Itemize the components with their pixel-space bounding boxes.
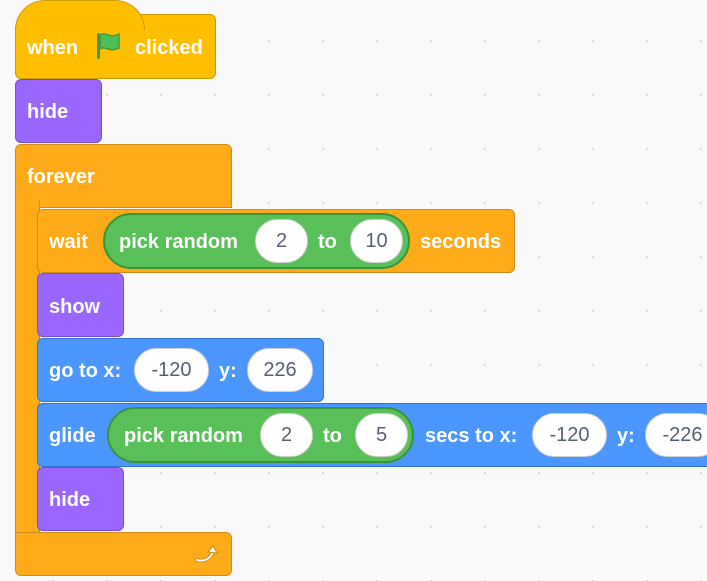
green-flag-icon[interactable] [93,31,123,61]
loop-arrow-icon [195,545,218,563]
pick-random-label: pick random [119,231,238,253]
show-block[interactable] [37,273,124,337]
hat-when-label: when [27,37,79,59]
glide-pick-random-label: pick random [124,425,243,447]
go-to-x-label: go to x: [49,360,122,382]
random-to-input[interactable]: 10 [350,219,403,263]
hide-label: hide [27,101,69,123]
wait-seconds-label: seconds [420,231,502,253]
forever-block[interactable] [15,144,232,208]
glide-x-input[interactable]: -120 [532,413,607,457]
random-to-label: to [318,231,337,253]
glide-secs-to-x-label: secs to x: [425,425,518,447]
glide-label: glide [49,425,96,447]
glide-y-input[interactable]: -226 [645,413,707,457]
show-label: show [49,296,101,318]
hide-label-2: hide [49,489,91,511]
hat-clicked-label: clicked [135,37,203,59]
go-to-y-input[interactable]: 226 [247,348,313,392]
forever-block-arm[interactable] [15,200,40,540]
forever-label: forever [27,166,95,188]
glide-y-label: y: [617,425,635,447]
wait-label: wait [49,231,88,253]
go-to-x-input[interactable]: -120 [134,348,209,392]
glide-random-from-input[interactable]: 2 [260,413,313,457]
glide-random-to-label: to [323,425,342,447]
random-from-input[interactable]: 2 [255,219,308,263]
hat-cap [15,0,145,30]
hide-block[interactable] [15,79,102,143]
glide-random-to-input[interactable]: 5 [355,413,408,457]
forever-block-bottom[interactable] [15,532,232,576]
hide-block-2[interactable] [37,467,124,531]
go-to-y-label: y: [219,360,237,382]
